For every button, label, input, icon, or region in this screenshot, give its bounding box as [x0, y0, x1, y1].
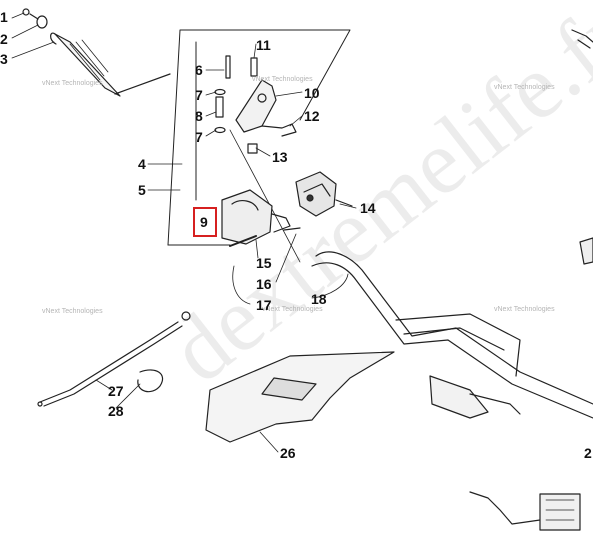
watermark-tag: vNext Technologies	[262, 306, 323, 313]
callout-15: 15	[256, 255, 272, 271]
callout-10: 10	[304, 85, 320, 101]
callout-12: 12	[304, 108, 320, 124]
callout-9: 9	[200, 214, 208, 230]
callout-3: 3	[0, 51, 8, 67]
grip-assembly	[22, 8, 171, 97]
callout-7-upper: 7	[195, 87, 203, 103]
callout-11: 11	[256, 37, 271, 53]
callout-18: 18	[311, 291, 327, 307]
leader-lines	[11, 12, 357, 453]
callout-2-right: 2	[584, 445, 592, 461]
top-right-parts	[571, 29, 593, 265]
clip-28	[137, 369, 164, 393]
handlebar	[311, 251, 593, 419]
switch-14	[295, 171, 353, 217]
watermark-tag: vNext Technologies	[42, 80, 103, 87]
pad-26	[205, 351, 395, 443]
callout-28: 28	[108, 403, 124, 419]
throttle-housing	[221, 189, 301, 247]
callout-7-lower: 7	[195, 129, 203, 145]
cable-27	[37, 311, 191, 407]
callout-13: 13	[272, 149, 288, 165]
callout-4: 4	[138, 156, 146, 172]
highlight-box	[193, 207, 217, 237]
callout-16: 16	[256, 276, 272, 292]
callout-26: 26	[280, 445, 296, 461]
callout-6: 6	[195, 62, 203, 78]
watermark-tag: vNext Technologies	[252, 76, 313, 83]
connector	[469, 491, 581, 531]
callout-17: 17	[256, 297, 272, 313]
callout-14: 14	[360, 200, 376, 216]
watermark-tag: vNext Technologies	[42, 308, 103, 315]
watermark-tag: vNext Technologies	[494, 306, 555, 313]
callout-8: 8	[195, 108, 203, 124]
callout-27: 27	[108, 383, 124, 399]
callout-5: 5	[138, 182, 146, 198]
callout-1: 1	[0, 9, 8, 25]
watermark-tag: vNext Technologies	[494, 84, 555, 91]
callout-2: 2	[0, 31, 8, 47]
